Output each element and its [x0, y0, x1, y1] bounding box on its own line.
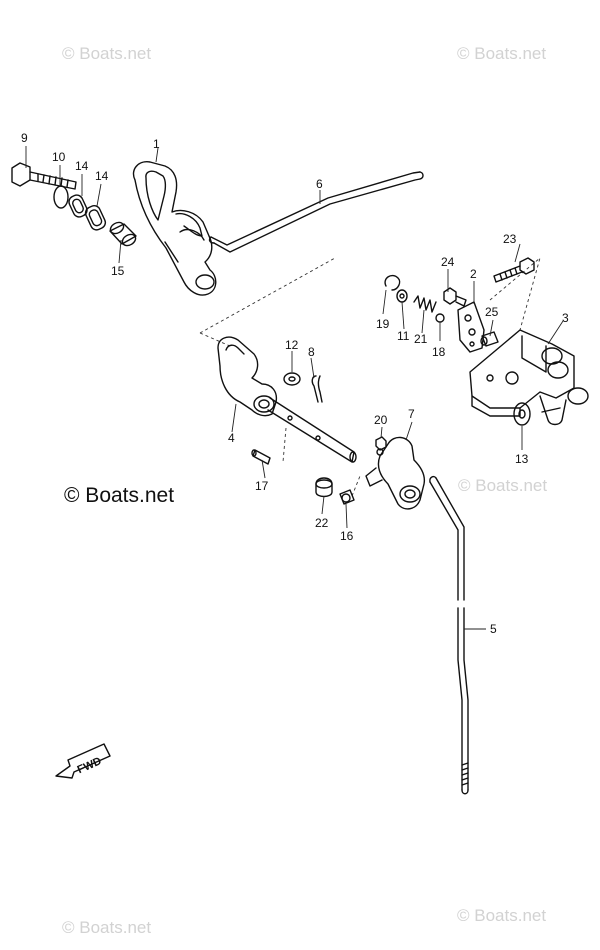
callout-2: 2 [470, 267, 477, 281]
callout-19: 19 [376, 317, 390, 331]
part-22-cap [315, 477, 333, 498]
watermark-top-right: © Boats.net [457, 44, 546, 63]
part-17-pin [251, 449, 271, 465]
callout-24: 24 [441, 255, 455, 269]
part-7-arm [365, 436, 426, 510]
callout-11: 11 [397, 329, 410, 343]
callout-14a: 14 [75, 159, 89, 173]
part-11-washer [396, 289, 408, 303]
watermark-mid-left: © Boats.net [64, 484, 174, 507]
part-14-bushing-b [84, 205, 107, 231]
part-14-bushing-a [68, 194, 88, 218]
part-13-washer [513, 402, 531, 426]
part-21-spring [413, 295, 437, 313]
callout-5: 5 [490, 622, 497, 636]
callout-13: 13 [515, 452, 529, 466]
callout-23: 23 [503, 232, 517, 246]
callout-8: 8 [308, 345, 315, 359]
callout-20: 20 [374, 413, 388, 427]
callout-14b: 14 [95, 169, 109, 183]
part-25-bushing [480, 331, 499, 347]
callout-15: 15 [111, 264, 125, 278]
part-15-collar [109, 221, 137, 247]
callout-17: 17 [255, 479, 269, 493]
part-3-bracket [469, 329, 589, 426]
part-1-lever [132, 161, 217, 296]
callout-10: 10 [52, 150, 66, 164]
callout-6: 6 [316, 177, 323, 191]
callout-numbers: 9 10 14 14 15 1 6 23 24 2 3 25 19 11 21 … [21, 131, 569, 636]
callout-9: 9 [21, 131, 28, 145]
callout-16: 16 [340, 529, 354, 543]
watermark-top-left: © Boats.net [62, 44, 151, 63]
part-12-washer [283, 372, 301, 386]
callout-21: 21 [414, 332, 428, 346]
part-24-bolt [443, 287, 467, 307]
callout-25: 25 [485, 305, 499, 319]
part-8-cotter-pin [311, 375, 323, 403]
assembly-outline [199, 256, 541, 497]
callout-7: 7 [408, 407, 415, 421]
callout-3: 3 [562, 311, 569, 325]
part-9-bolt [11, 162, 77, 190]
part-5-long-rod [429, 475, 469, 795]
fwd-arrow-icon: FWD [55, 743, 111, 779]
part-19-circlip [384, 274, 401, 291]
callout-1: 1 [153, 137, 160, 151]
callout-4: 4 [228, 431, 235, 445]
part-18-ball [435, 313, 445, 323]
callout-22: 22 [315, 516, 329, 530]
callout-18: 18 [432, 345, 446, 359]
part-6-rod [208, 171, 424, 253]
part-23-bolt [493, 257, 535, 283]
part-16-collar [339, 489, 355, 505]
callout-12: 12 [285, 338, 299, 352]
part-10-washer [53, 185, 69, 209]
watermark-mid-right: © Boats.net [458, 476, 547, 495]
leader-lines [25, 146, 564, 630]
watermark-bottom-right: © Boats.net [457, 906, 546, 925]
part-2-plate [457, 301, 485, 353]
part-20-nut [375, 436, 387, 451]
watermark-bottom-left: © Boats.net [62, 918, 151, 937]
part-4-shaft [217, 336, 357, 463]
